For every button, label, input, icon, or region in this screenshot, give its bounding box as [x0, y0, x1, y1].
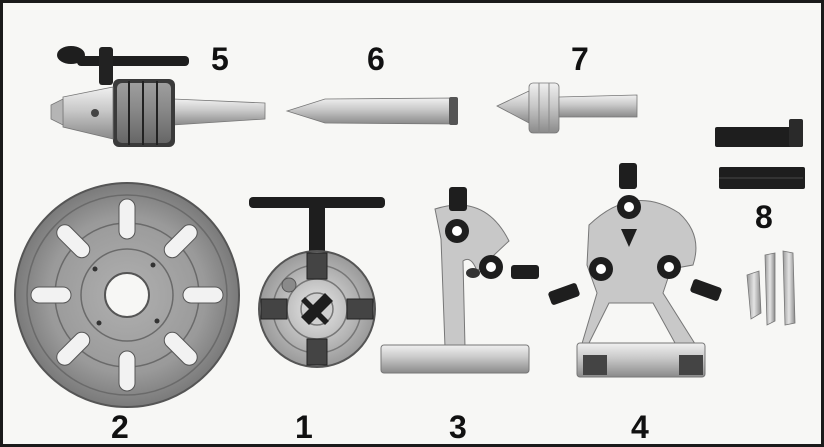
- label-2: 2: [111, 409, 129, 445]
- label-7: 7: [571, 41, 589, 77]
- label-5: 5: [211, 41, 229, 77]
- fixed-steady: [548, 163, 722, 378]
- label-3: 3: [449, 409, 467, 445]
- dead-center: [285, 97, 458, 125]
- label-4: 4: [631, 409, 649, 445]
- travelling-steady: [380, 187, 539, 374]
- face-plate: [14, 182, 240, 408]
- four-jaw-chuck: [249, 197, 385, 368]
- label-6: 6: [367, 41, 385, 77]
- live-center: [496, 82, 638, 134]
- accessories-illustration: [14, 46, 805, 408]
- drill-chuck-with-key: [50, 46, 266, 147]
- tool-bits: [715, 119, 805, 326]
- label-8: 8: [755, 199, 773, 235]
- label-1: 1: [295, 409, 313, 445]
